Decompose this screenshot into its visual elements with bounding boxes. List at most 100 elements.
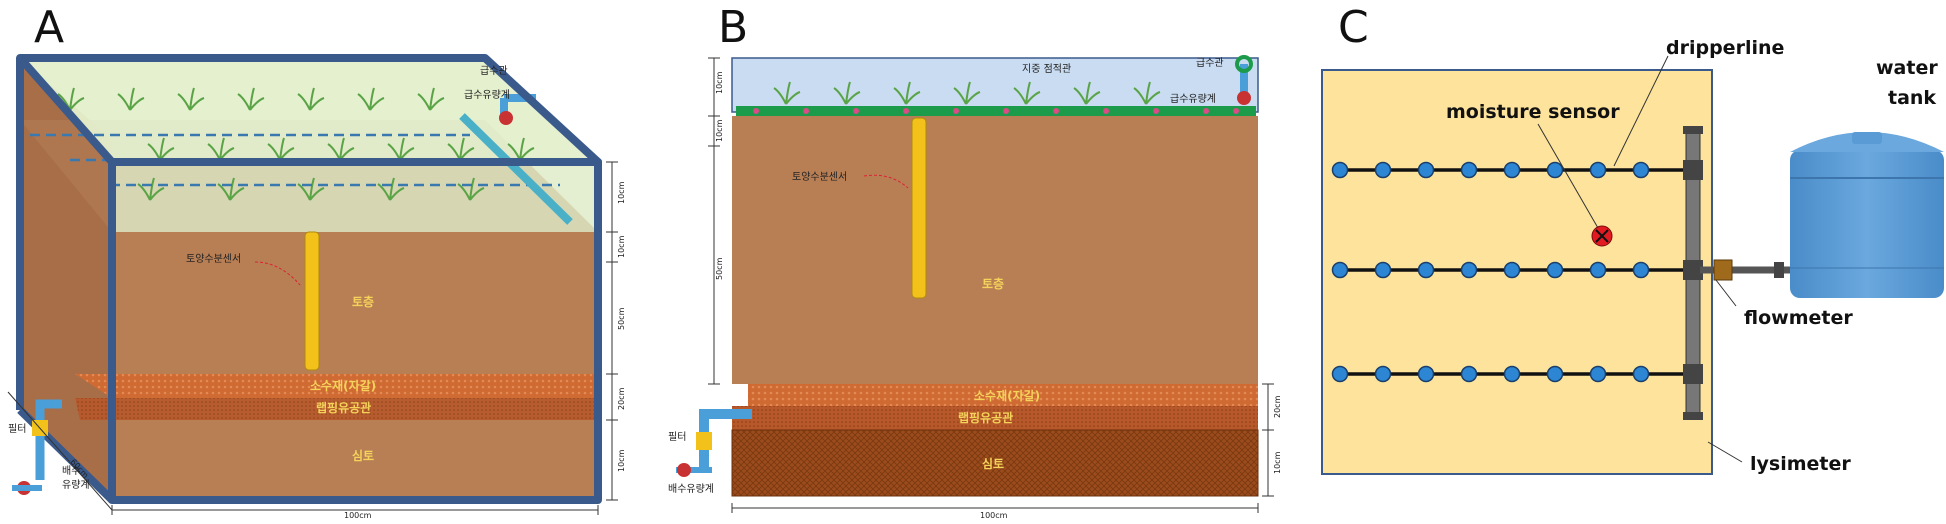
panel-a-letter: A bbox=[34, 2, 64, 53]
panel-b: B bbox=[668, 2, 1282, 520]
emitter-dot bbox=[1589, 261, 1607, 279]
emitter-dot bbox=[1417, 161, 1435, 179]
panel-b-letter: B bbox=[718, 2, 748, 53]
label-gravel-a: 소수재(자갈) bbox=[310, 378, 376, 393]
label-topsoil-b: 토층 bbox=[982, 276, 1004, 291]
emitters-b bbox=[753, 108, 1239, 114]
label-drip-pipe-b: 지중 점적관 bbox=[1022, 63, 1071, 75]
manifold-valves-c bbox=[1683, 126, 1703, 420]
emitter-dot bbox=[1589, 161, 1607, 179]
label-drain-flowmeter-b: 배수유량계 bbox=[668, 483, 714, 495]
label-moisture-sensor-c: moisture sensor bbox=[1446, 101, 1620, 123]
plant-zone-b bbox=[731, 57, 1259, 113]
emitter-dot bbox=[1460, 161, 1478, 179]
label-moisture-sensor-b: 토양수분센서 bbox=[792, 171, 847, 183]
leaders-c bbox=[1537, 55, 1743, 463]
sensor-cross-c bbox=[1595, 229, 1609, 243]
emitter-dot bbox=[1460, 261, 1478, 279]
supply-pipe-b-icon bbox=[1235, 55, 1253, 73]
dim-a-0: 10cm bbox=[617, 181, 626, 204]
supply-flowmeter-a-icon bbox=[499, 111, 513, 125]
panel-c-letter: C bbox=[1338, 2, 1369, 53]
drain-pipe-layer-a bbox=[75, 398, 598, 420]
emitter-dot bbox=[1503, 261, 1521, 279]
label-subsoil-b: 심토 bbox=[982, 456, 1004, 471]
drip-tube-b bbox=[736, 106, 1256, 116]
label-flowmeter-c: flowmeter bbox=[1744, 307, 1853, 329]
label-topsoil-a: 토층 bbox=[352, 294, 374, 309]
emitter-dot bbox=[1503, 365, 1521, 383]
label-dripperline-c: dripperline bbox=[1666, 37, 1784, 59]
moisture-sensor-a bbox=[304, 231, 320, 371]
dim-b-3: 20cm bbox=[1273, 395, 1282, 418]
label-supply-flowmeter-a: 급수유량계 bbox=[464, 89, 510, 101]
label-supply-pipe-a: 급수관 bbox=[480, 65, 508, 77]
dim-b-5: 100cm bbox=[980, 511, 1008, 520]
soil-b bbox=[732, 116, 1258, 384]
dim-a-5: 100cm bbox=[344, 511, 372, 520]
label-lysimeter-c: lysimeter bbox=[1750, 453, 1851, 475]
dim-a-1: 10cm bbox=[617, 235, 626, 258]
label-supply-pipe-b: 급수관 bbox=[1196, 57, 1224, 69]
panel-a: A bbox=[7, 2, 626, 520]
emitter-dot bbox=[1374, 161, 1392, 179]
label-water-c: water bbox=[1876, 57, 1938, 79]
supply-flowmeter-b-icon bbox=[1237, 91, 1251, 105]
label-drain-flowmeter-a-line2: 유량계 bbox=[62, 479, 90, 491]
supply-pipe-b bbox=[1240, 64, 1248, 94]
emitter-dot bbox=[1546, 365, 1564, 383]
subsoil-layer-a bbox=[112, 420, 598, 500]
dim-a-4: 10cm bbox=[617, 449, 626, 472]
label-drain-flowmeter-a-line1: 배수 bbox=[62, 465, 80, 477]
label-drain-pipe-a: 랩핑유공관 bbox=[316, 400, 371, 415]
subsoil-b bbox=[731, 429, 1259, 497]
label-filter-b: 필터 bbox=[668, 431, 686, 443]
emitter-dot bbox=[1374, 365, 1392, 383]
emitter-dot bbox=[1546, 161, 1564, 179]
dim-b-2: 50cm bbox=[715, 257, 724, 280]
filter-b-icon bbox=[696, 432, 712, 450]
tank-valve-c bbox=[1774, 262, 1784, 278]
flowmeter-c-icon bbox=[1713, 259, 1733, 281]
label-drain-pipe-b: 랩핑유공관 bbox=[958, 410, 1013, 425]
supply-manifold-a bbox=[459, 113, 573, 225]
label-supply-flowmeter-b: 급수유량계 bbox=[1170, 93, 1216, 105]
emitter-dot bbox=[1546, 261, 1564, 279]
drain-outlet-b bbox=[699, 409, 752, 470]
label-filter-a: 필터 bbox=[8, 423, 26, 435]
label-subsoil-a: 심토 bbox=[352, 448, 374, 463]
frame-a bbox=[16, 54, 602, 504]
label-gravel-b: 소수재(자갈) bbox=[974, 388, 1040, 403]
panel-c: C bbox=[1321, 2, 1944, 475]
emitter-dot bbox=[1374, 261, 1392, 279]
dims-b bbox=[708, 57, 1274, 513]
emitters-c bbox=[1331, 161, 1650, 383]
emitter-dot bbox=[1417, 261, 1435, 279]
drain-outlet-a bbox=[35, 399, 62, 480]
emitter-dot bbox=[1417, 365, 1435, 383]
emitter-dot bbox=[1460, 365, 1478, 383]
plants-b bbox=[773, 81, 1161, 105]
drain-pipe-layer-b bbox=[732, 406, 1258, 430]
label-moisture-sensor-a: 토양수분센서 bbox=[186, 253, 241, 265]
sensor-leader-a bbox=[254, 261, 301, 286]
dim-b-0: 10cm bbox=[715, 71, 724, 94]
dim-b-1: 10cm bbox=[715, 119, 724, 142]
gravel-layer-a bbox=[75, 374, 598, 398]
emitter-dot bbox=[1331, 161, 1349, 179]
emitter-dot bbox=[1632, 365, 1650, 383]
dim-a-3: 20cm bbox=[617, 387, 626, 410]
emitter-dot bbox=[1589, 365, 1607, 383]
dims-a bbox=[7, 161, 618, 515]
dim-b-4: 10cm bbox=[1273, 451, 1282, 474]
emitter-dot bbox=[1632, 261, 1650, 279]
moisture-sensor-b bbox=[911, 117, 927, 299]
label-tank-c: tank bbox=[1888, 87, 1936, 109]
water-tank-icon bbox=[1790, 132, 1944, 298]
emitter-dot bbox=[1331, 365, 1349, 383]
emitter-dot bbox=[1632, 161, 1650, 179]
emitter-dot bbox=[1331, 261, 1349, 279]
drain-flowmeter-b-icon bbox=[677, 463, 691, 477]
dim-a-2: 50cm bbox=[617, 307, 626, 330]
